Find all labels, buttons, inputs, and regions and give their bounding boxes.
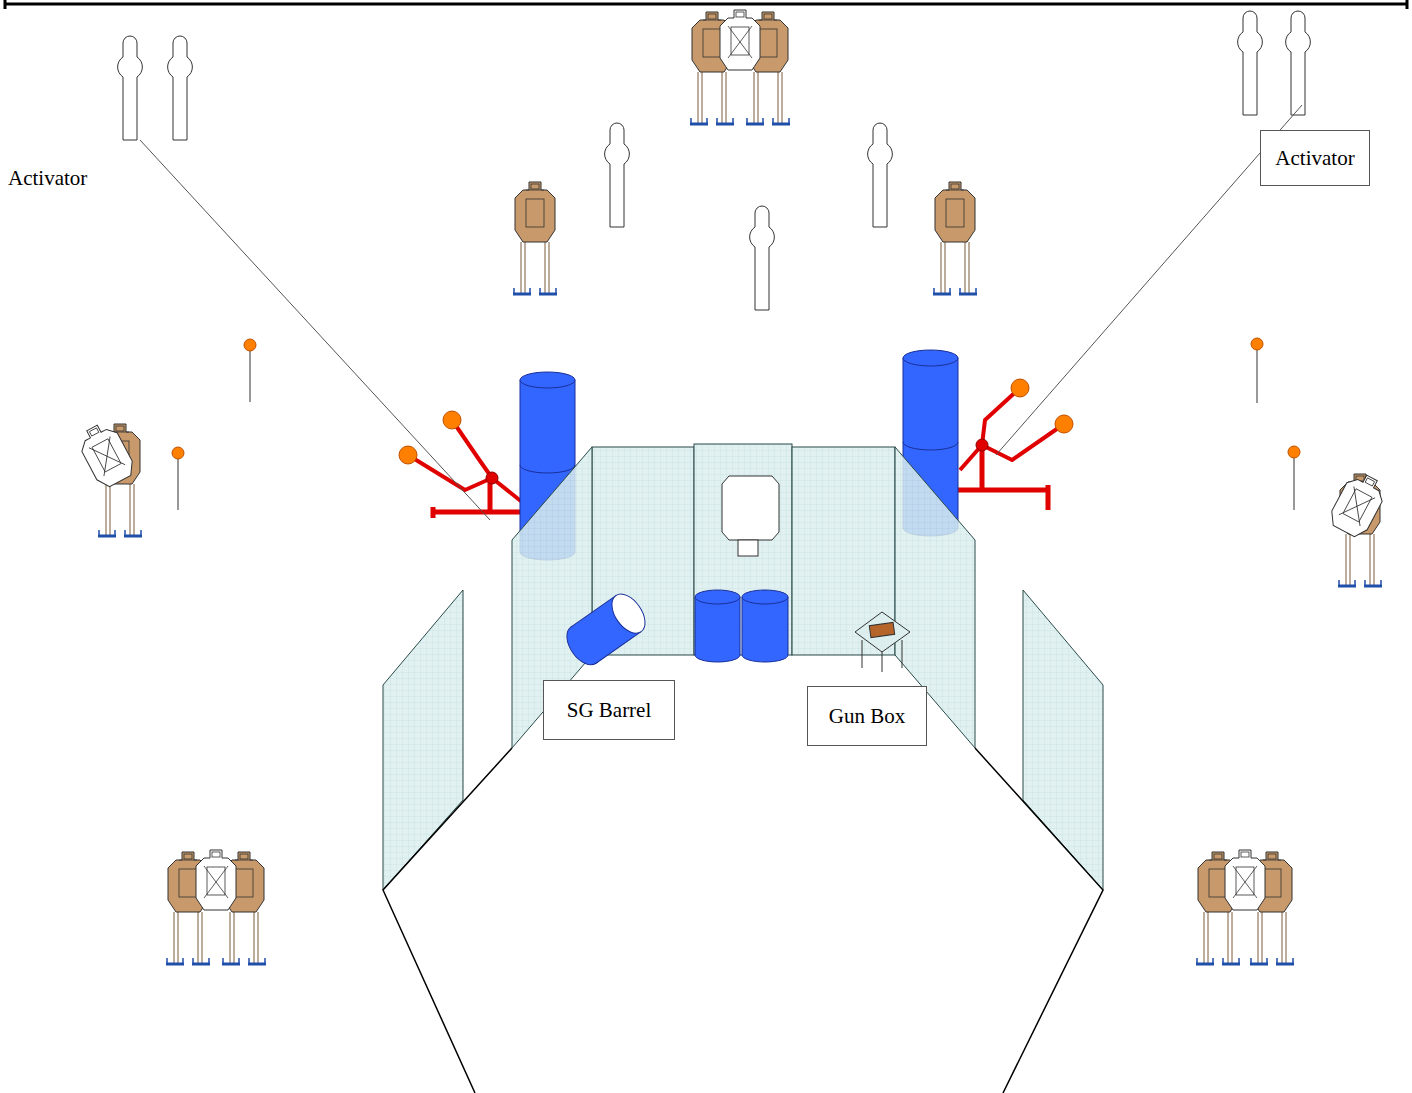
barrel xyxy=(695,590,788,662)
no-shoot-target xyxy=(74,419,137,491)
popper-target xyxy=(750,206,775,310)
gun-box-table xyxy=(855,612,910,672)
paper-target xyxy=(513,182,557,294)
callout-text: SG Barrel xyxy=(567,698,652,723)
paper-target xyxy=(933,182,977,294)
popper-target xyxy=(1238,11,1263,115)
callout-text: Gun Box xyxy=(829,704,905,729)
no-shoot-target xyxy=(722,476,779,556)
range-boundary-line xyxy=(5,0,1407,9)
leader-line xyxy=(140,140,490,520)
callout-box: SG Barrel xyxy=(543,680,675,740)
leader-line xyxy=(996,105,1302,455)
popper-target xyxy=(168,36,193,140)
no-shoot-target xyxy=(1225,850,1265,910)
shotgun-barrel xyxy=(560,588,652,671)
fault-line xyxy=(383,748,1103,1093)
popper-target xyxy=(118,36,143,140)
popper-target xyxy=(868,123,893,227)
no-shoot-target xyxy=(720,10,760,70)
callout-text: Activator xyxy=(8,166,87,191)
popper-target xyxy=(1286,11,1311,115)
callout-text: Activator xyxy=(1275,146,1354,171)
callout-box: Activator xyxy=(1260,130,1370,186)
callout-box: Gun Box xyxy=(807,686,927,746)
no-shoot-target xyxy=(1326,469,1389,541)
no-shoot-target xyxy=(196,850,236,910)
wall-panel xyxy=(383,444,1103,890)
popper-target xyxy=(605,123,630,227)
